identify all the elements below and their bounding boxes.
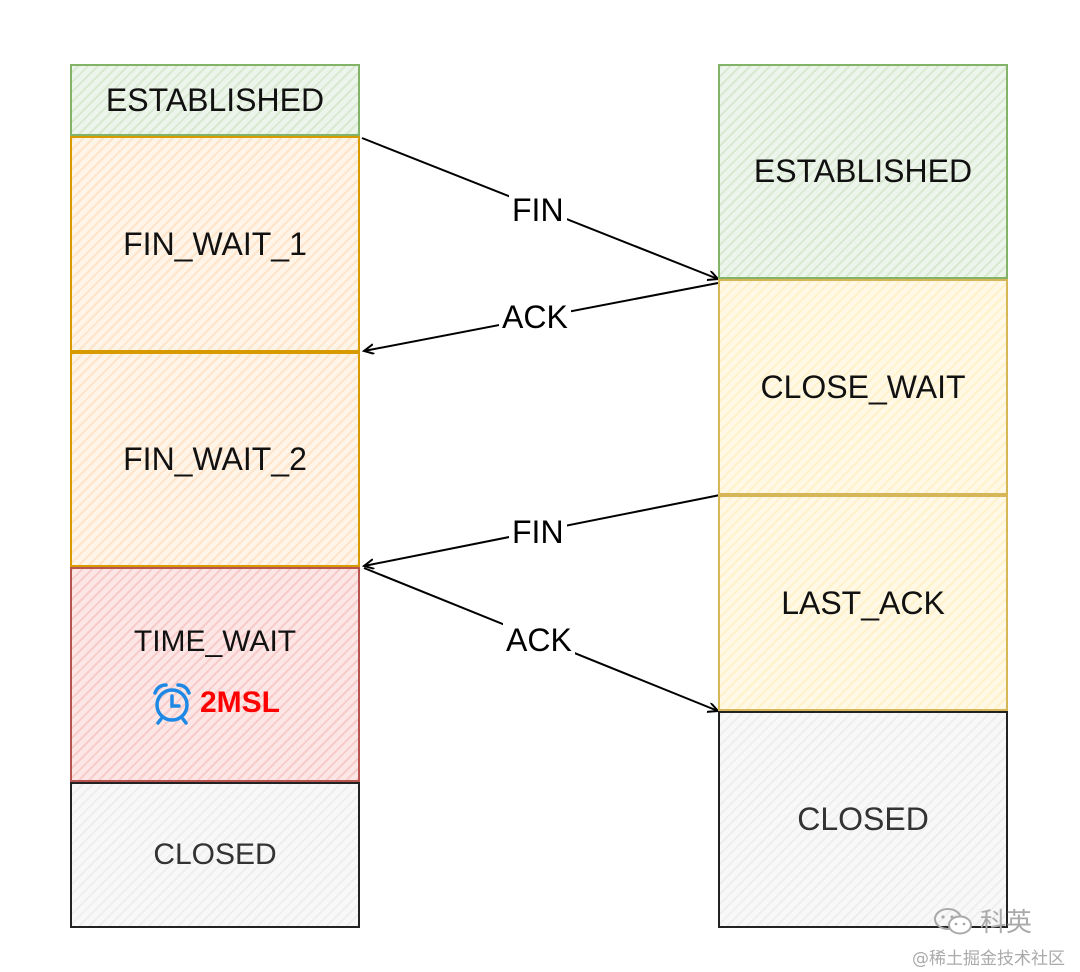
- watermark-site: @稀土掘金技术社区: [912, 949, 1065, 969]
- server-state-established: ESTABLISHED: [718, 64, 1008, 279]
- message-label-fin-2: FIN: [509, 514, 567, 550]
- client-state-fin-wait-1-label: FIN_WAIT_1: [123, 225, 307, 262]
- timer-row: 2MSL: [150, 681, 280, 725]
- client-state-closed-label: CLOSED: [153, 838, 277, 871]
- client-state-time-wait-label: TIME_WAIT: [133, 624, 297, 658]
- client-state-closed: CLOSED: [70, 782, 360, 928]
- server-state-close-wait-label: CLOSE_WAIT: [760, 368, 966, 405]
- server-state-last-ack: LAST_ACK: [718, 495, 1008, 711]
- alarm-clock-icon: [153, 682, 191, 725]
- watermark-account-label: 科英: [980, 908, 1033, 938]
- client-state-time-wait: TIME_WAIT 2MSL: [70, 567, 360, 782]
- client-state-established-label: ESTABLISHED: [105, 81, 325, 118]
- client-state-fin-wait-2-label: FIN_WAIT_2: [123, 441, 307, 477]
- message-label-ack-1: ACK: [499, 299, 571, 335]
- server-state-established-label: ESTABLISHED: [753, 153, 973, 189]
- watermark-account: 科英: [932, 902, 1032, 939]
- message-label-ack-2: ACK: [503, 622, 575, 658]
- client-state-fin-wait-1: FIN_WAIT_1: [70, 136, 360, 352]
- server-state-closed-label: CLOSED: [797, 801, 929, 837]
- client-state-fin-wait-2: FIN_WAIT_2: [70, 352, 360, 567]
- server-state-closed: CLOSED: [718, 711, 1008, 928]
- server-state-last-ack-label: LAST_ACK: [781, 584, 945, 621]
- client-state-established: ESTABLISHED: [70, 64, 360, 136]
- server-state-close-wait: CLOSE_WAIT: [718, 279, 1008, 495]
- timer-label: 2MSL: [199, 685, 280, 719]
- message-label-fin-1: FIN: [509, 192, 567, 228]
- wechat-icon: [934, 907, 972, 934]
